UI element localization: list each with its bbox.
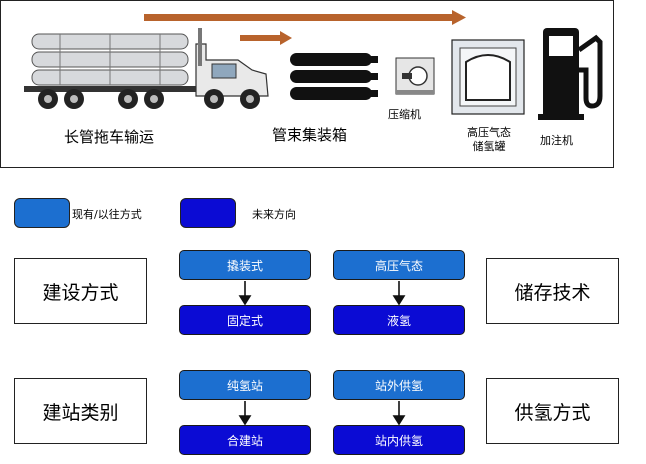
compressor-caption: 压缩机	[388, 108, 421, 121]
compressor-icon	[395, 57, 435, 95]
category-box-construction: 建设方式	[14, 258, 147, 324]
station-current-pill: 纯氢站	[179, 370, 311, 400]
legend-future-swatch	[180, 198, 236, 228]
dispenser-icon	[538, 28, 603, 120]
short-flow-arrow	[240, 31, 292, 45]
category-box-supply: 供氢方式	[486, 378, 619, 444]
station-future-pill: 合建站	[179, 425, 311, 455]
storage-caption-line2: 储氢罐	[472, 140, 506, 153]
storage-future-pill: 液氢	[333, 305, 465, 335]
category-box-storage: 储存技术	[486, 258, 619, 324]
storage-caption: 高压气态 储氢罐	[458, 126, 520, 154]
tube-trailer-caption: 长管拖车输运	[64, 128, 155, 146]
legend-current-swatch	[14, 198, 70, 228]
legend-future-label: 未来方向	[252, 208, 296, 221]
long-flow-arrow	[144, 10, 466, 25]
supply-future-pill: 站内供氢	[333, 425, 465, 455]
storage-current-pill: 高压气态	[333, 250, 465, 280]
storage-caption-line1: 高压气态	[467, 126, 511, 139]
dispenser-caption: 加注机	[540, 134, 573, 147]
construction-current-pill: 撬装式	[179, 250, 311, 280]
category-box-station-type: 建站类别	[14, 378, 147, 444]
construction-future-pill: 固定式	[179, 305, 311, 335]
tube-bundle-container-icon	[290, 53, 378, 100]
supply-current-pill: 站外供氢	[333, 370, 465, 400]
legend-current-label: 现有/以往方式	[72, 208, 142, 221]
tube-trailer-truck-icon	[24, 28, 269, 109]
bundle-container-caption: 管束集装箱	[272, 126, 348, 144]
storage-tank-icon	[451, 39, 525, 115]
